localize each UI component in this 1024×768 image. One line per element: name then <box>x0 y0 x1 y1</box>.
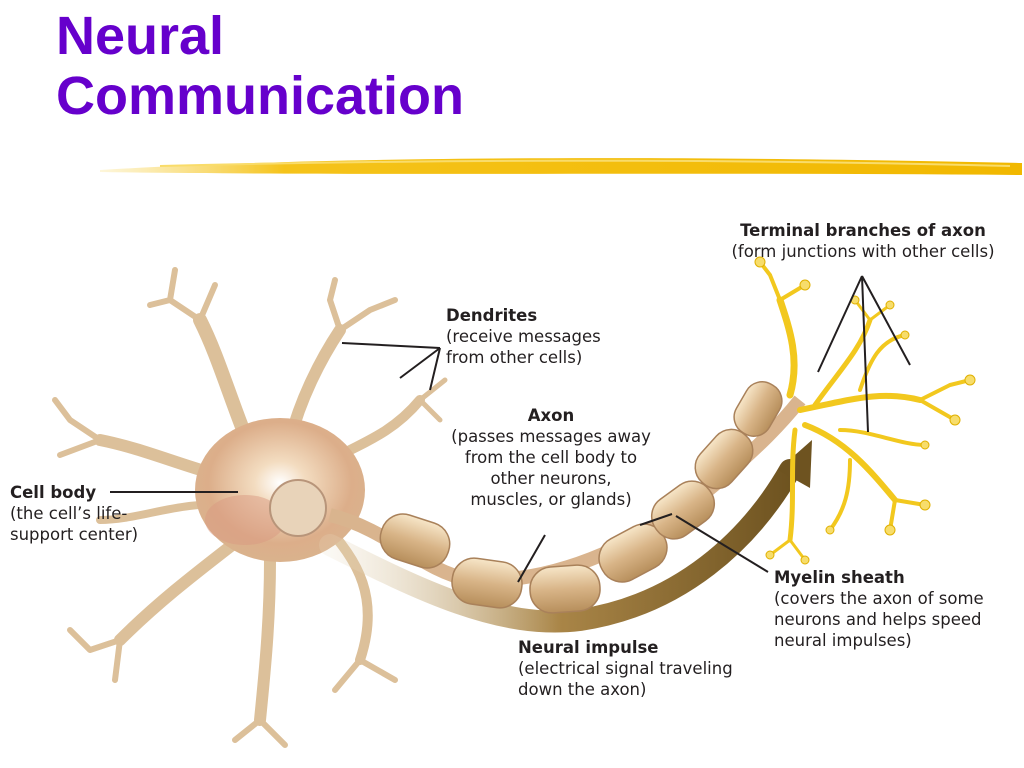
myelin-label: Myelin sheath (covers the axon of some n… <box>774 567 984 651</box>
terminal-heading: Terminal branches of axon <box>740 221 986 240</box>
axon-heading: Axon <box>527 406 575 425</box>
cell-body-heading: Cell body <box>10 483 97 502</box>
axon-label: Axon (passes messages away from the cell… <box>428 405 674 510</box>
impulse-description-1: (electrical signal traveling <box>518 659 733 678</box>
terminal-label: Terminal branches of axon (form junction… <box>712 220 1014 262</box>
axon-description-1: (passes messages away <box>451 427 651 446</box>
cell-body-shape <box>195 418 365 562</box>
dendrites-label: Dendrites (receive messages from other c… <box>446 305 601 368</box>
nucleus <box>269 479 327 537</box>
axon-description-4: muscles, or glands) <box>470 490 632 509</box>
axon-leader <box>517 513 673 583</box>
dendrites-leader <box>341 342 441 391</box>
title-line-2: Communication <box>56 66 465 126</box>
slide-title: Neural Communication <box>56 6 464 126</box>
myelin-leader <box>675 515 769 573</box>
terminal-buttons <box>754 256 976 565</box>
cell-body-label: Cell body (the cell’s life- support cent… <box>10 482 138 545</box>
myelin-heading: Myelin sheath <box>774 568 905 587</box>
title-line-1: Neural <box>56 6 225 66</box>
leader-lines <box>110 275 911 583</box>
terminal-leader <box>817 275 911 433</box>
dendrites-description-1: (receive messages <box>446 327 601 346</box>
dendrites-description-2: from other cells) <box>446 348 583 367</box>
cell-body-description-2: support center) <box>10 525 139 544</box>
terminal-description: (form junctions with other cells) <box>731 242 995 261</box>
impulse-description-2: down the axon) <box>518 680 647 699</box>
myelin-description-2: neurons and helps speed <box>774 610 982 629</box>
impulse-heading: Neural impulse <box>518 638 659 657</box>
cell-body-description-1: (the cell’s life- <box>10 504 128 523</box>
myelin-description-3: neural impulses) <box>774 631 912 650</box>
myelin-description-1: (covers the axon of some <box>774 589 984 608</box>
myelin-sheath-segments <box>379 381 783 614</box>
axon-description-2: from the cell body to <box>464 448 638 467</box>
impulse-label: Neural impulse (electrical signal travel… <box>518 637 733 700</box>
axon-description-3: other neurons, <box>490 469 612 488</box>
title-underline <box>100 158 1022 175</box>
dendrites-heading: Dendrites <box>446 306 538 325</box>
